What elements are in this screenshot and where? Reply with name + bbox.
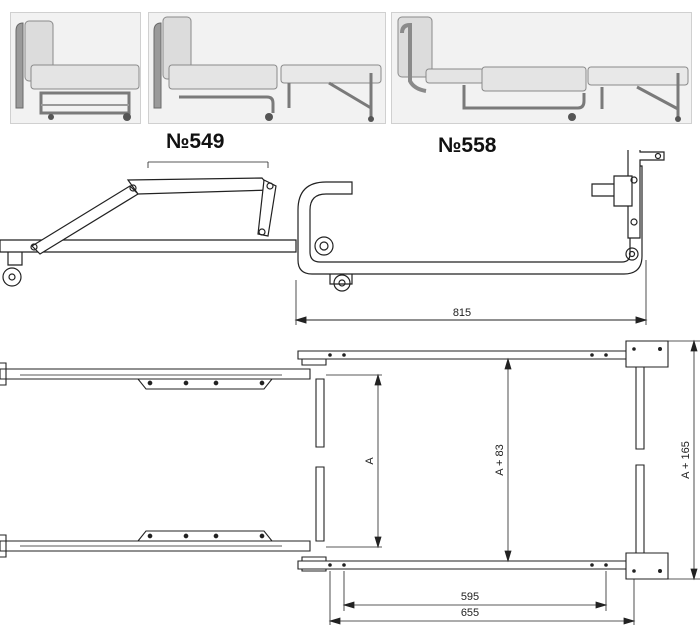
dimension-815-label: 815 — [453, 307, 471, 319]
side-right-bracket — [627, 150, 665, 239]
top-right-hinge-lower — [625, 552, 669, 580]
sofa-closed-illustration — [11, 13, 140, 123]
top-left-crossbar-upper — [315, 378, 325, 448]
side-pivot-wheel — [314, 236, 334, 256]
photo-mechanism-558-open — [391, 12, 692, 124]
dimension-a-plus-83-label: A + 83 — [494, 444, 506, 476]
side-left-rail — [0, 239, 297, 253]
top-lower-plate — [136, 530, 274, 542]
side-rear-wheel — [333, 274, 351, 292]
dimension-a — [326, 373, 382, 549]
side-front-hook — [297, 165, 643, 275]
model-558-label: №558 — [438, 134, 497, 157]
side-right-wheel — [625, 247, 639, 261]
top-left-crossbar-lower — [315, 466, 325, 542]
sofa-open-illustration — [149, 13, 385, 123]
dimension-a-plus-165-label: A + 165 — [680, 441, 692, 479]
top-upper-left-rail — [0, 368, 311, 380]
dimension-815 — [294, 316, 648, 324]
top-right-crossbar-lower — [635, 464, 645, 554]
dimension-655-label: 655 — [461, 607, 479, 619]
dimension-a-plus-83 — [504, 357, 512, 563]
top-upper-plate — [136, 378, 274, 390]
dimension-a-plus-165 — [668, 339, 700, 581]
dimension-595-label: 595 — [461, 591, 479, 603]
top-right-hinge-upper — [625, 340, 669, 368]
photo-mechanism-549-open — [148, 12, 386, 124]
model-549-label: №549 — [166, 130, 225, 153]
side-view-drawing: 815 — [0, 150, 665, 325]
dimension-595 — [342, 571, 608, 611]
top-right-crossbar-upper — [635, 366, 645, 450]
side-left-foot — [7, 252, 23, 266]
dimension-a-label: A — [364, 457, 376, 465]
sofa-558-illustration — [392, 13, 691, 123]
top-view-drawing: A A + 83 A + 165 595 655 — [0, 339, 700, 625]
dimension-655 — [328, 571, 636, 625]
side-link-top-bar — [126, 177, 274, 195]
side-left-wheel — [2, 267, 22, 287]
photo-mechanism-549-closed — [10, 12, 141, 124]
